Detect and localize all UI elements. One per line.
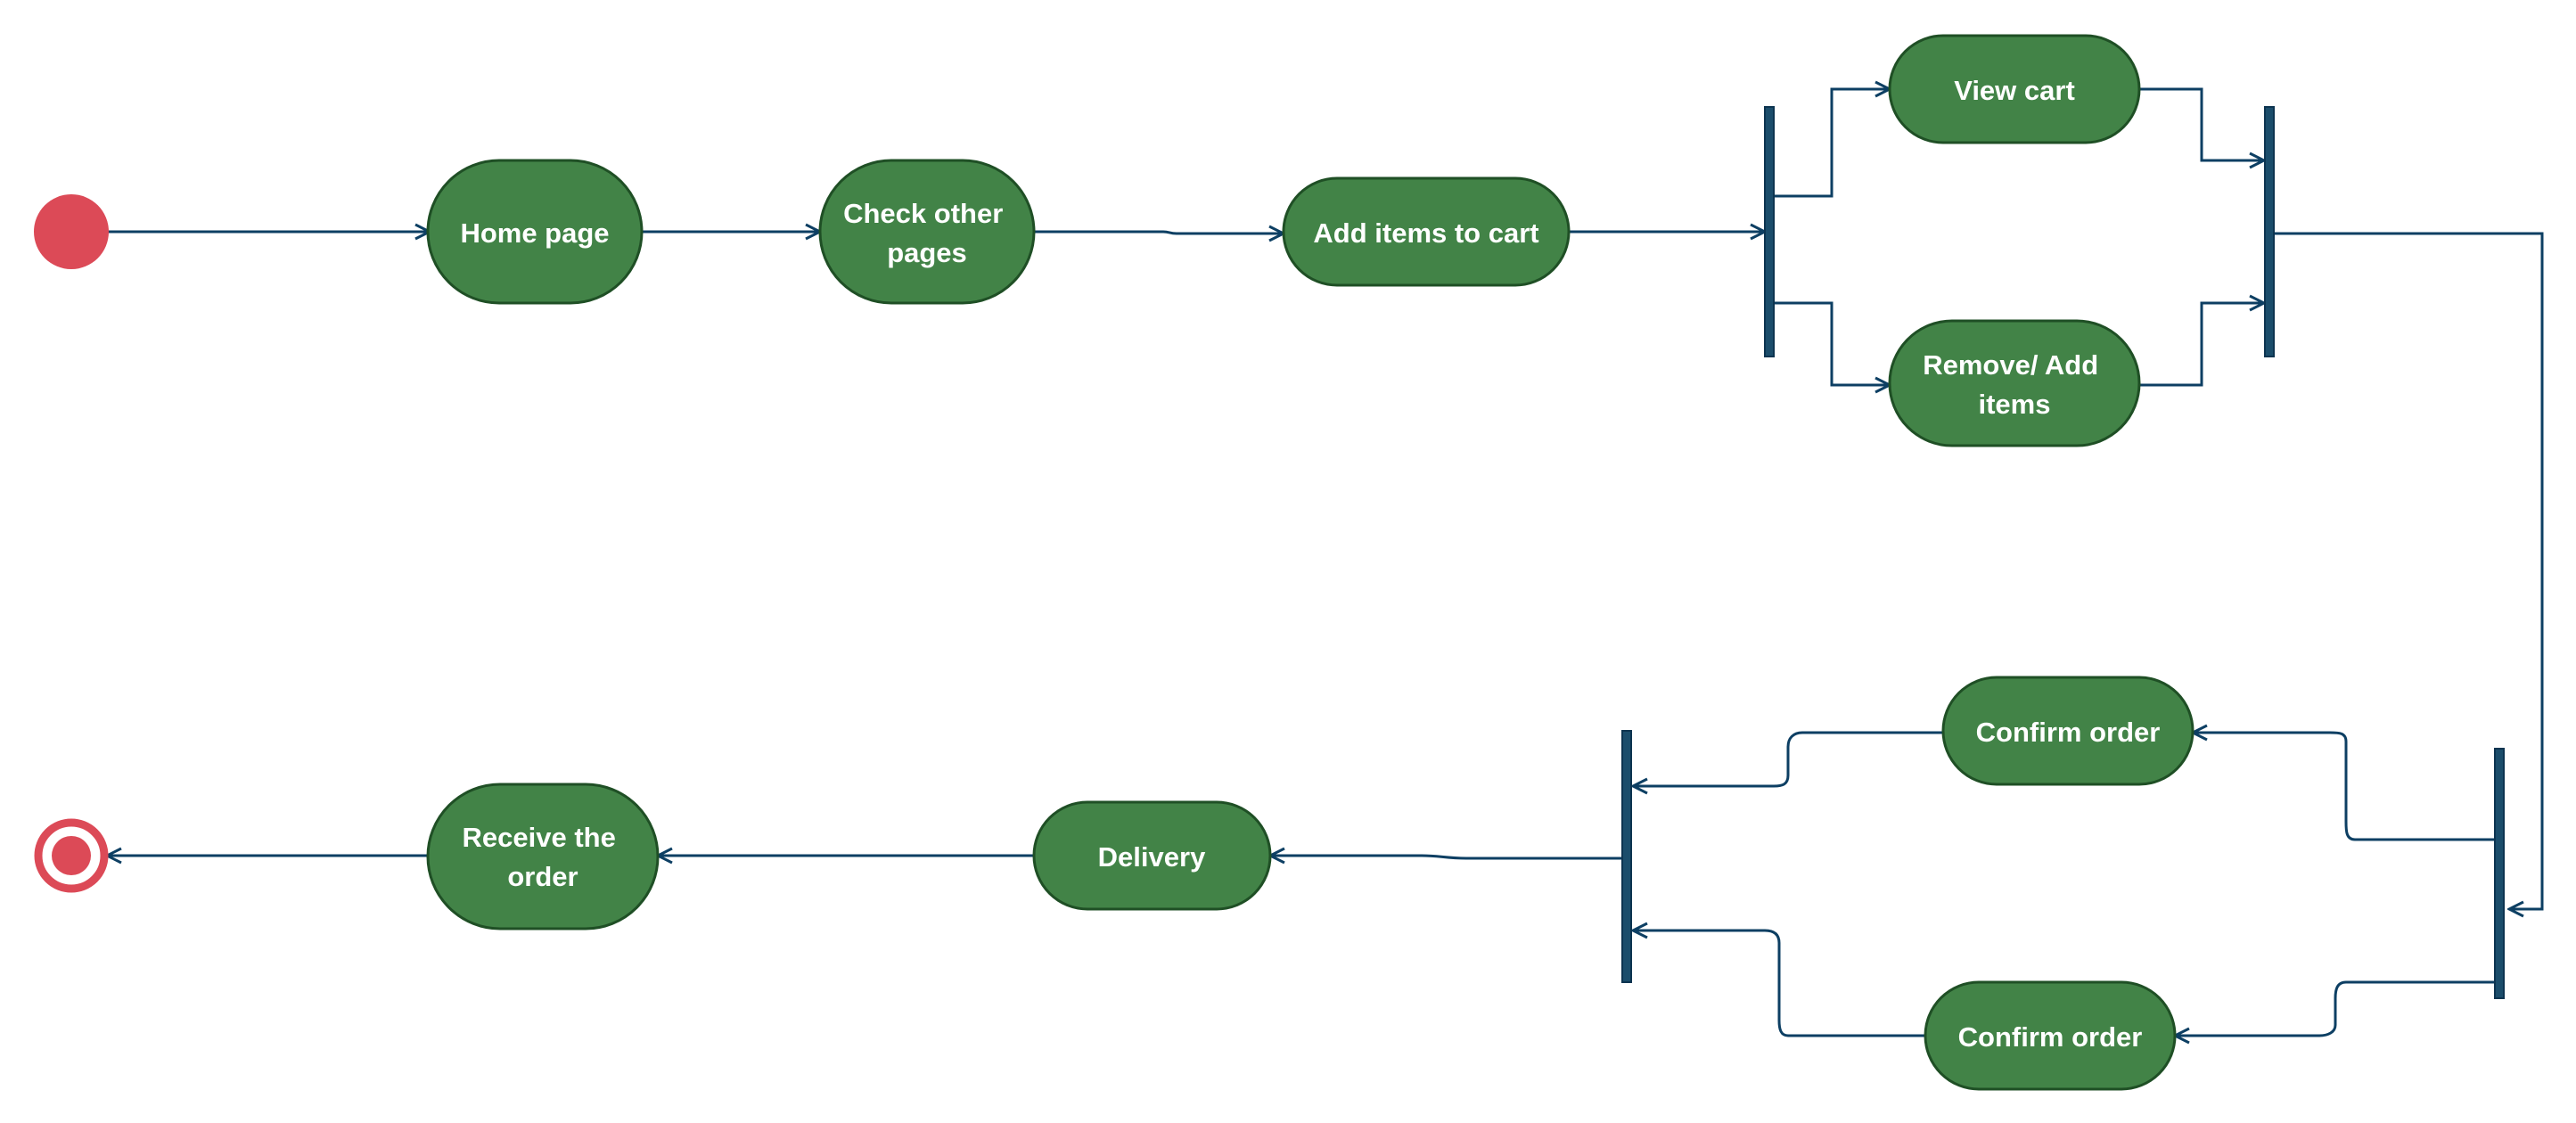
activity-delivery: Delivery [1032, 800, 1272, 911]
activity-confirm-order-bottom: Confirm order [1924, 980, 2177, 1091]
activity-label: Home page [460, 217, 609, 249]
svg-text:Add items to cart: Add items to cart [1313, 217, 1538, 249]
final-node [34, 818, 109, 893]
activity-home-page: Home page [426, 159, 644, 305]
activity-label: Confirm order [1958, 1021, 2143, 1053]
initial-node [34, 194, 109, 269]
svg-text:Home page: Home page [460, 217, 609, 249]
join-bar-order [1621, 730, 1632, 983]
activity-label: Add items to cart [1313, 217, 1538, 249]
flow-fork-to-confirm-top [2193, 733, 2494, 841]
flow-join-to-fork [2275, 232, 2544, 909]
activity-label: Receive the [463, 822, 616, 853]
activity-view-cart: View cart [1888, 34, 2141, 144]
activity-remove-add-items: Remove/ Add items [1888, 319, 2141, 447]
activity-label: Delivery [1098, 841, 1206, 873]
fork-bar-cart [1764, 106, 1775, 357]
flow-fork-to-view-cart [1774, 89, 1890, 198]
flow-confirm-top-to-join [1633, 731, 1943, 786]
svg-text:Confirm order: Confirm order [1976, 717, 2161, 748]
flow-join-to-delivery [1270, 856, 1624, 858]
activity-label: Remove/ Add [1923, 349, 2098, 381]
activity-label: order [507, 861, 578, 892]
svg-text:View cart: View cart [1954, 75, 2075, 106]
svg-text:Confirm order: Confirm order [1958, 1021, 2143, 1053]
fork-bar-order [2494, 748, 2505, 999]
flow-remove-add-to-join [2139, 303, 2264, 387]
activity-confirm-order-top: Confirm order [1941, 676, 2195, 786]
svg-text:Receive the order: Receive the order [463, 822, 624, 892]
svg-text:Check other pages: Check other pages [843, 198, 1011, 268]
flow-fork-to-remove-add [1774, 301, 1890, 385]
activity-label: Confirm order [1976, 717, 2161, 748]
activity-label: Check other [843, 198, 1003, 229]
svg-text:Delivery: Delivery [1098, 841, 1206, 873]
flow-view-cart-to-join [2139, 87, 2264, 160]
flow-check-to-add [1034, 232, 1284, 234]
activity-receive-the-order: Receive the order [426, 783, 660, 930]
join-bar-cart [2264, 106, 2275, 357]
activity-label: pages [887, 237, 967, 268]
flow-fork-to-confirm-bottom [2175, 980, 2494, 1036]
activity-label: items [1979, 389, 2051, 420]
flow-confirm-bottom-to-join [1633, 930, 1925, 1037]
activity-add-items-to-cart: Add items to cart [1282, 176, 1571, 287]
activity-label: View cart [1954, 75, 2075, 106]
svg-text:Remove/ Add items: Remove/ Add items [1923, 349, 2106, 420]
activity-check-other-pages: Check other pages [818, 159, 1036, 305]
